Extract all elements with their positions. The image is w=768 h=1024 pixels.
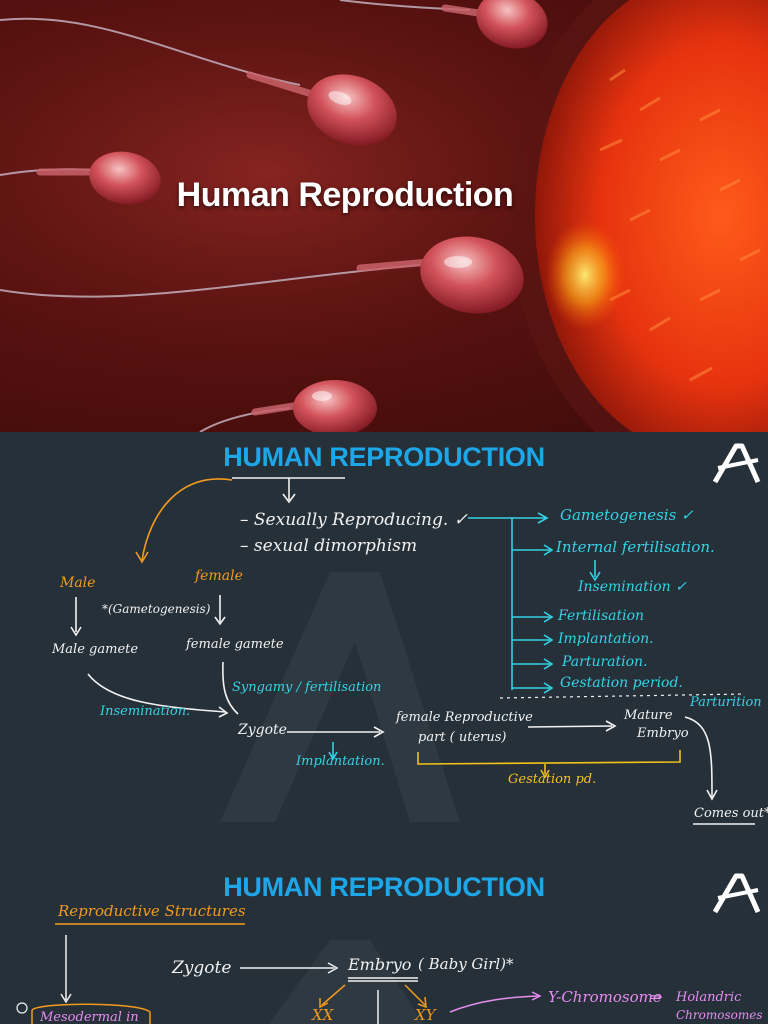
slide-1: HUMAN REPRODUCTION xyxy=(0,432,768,860)
note-baby-girl: ( Baby Girl)* xyxy=(418,955,514,973)
slide-2: HUMAN REPRODUCTION Reproducti xyxy=(0,860,768,1024)
sperm-head-icon xyxy=(307,74,397,146)
structure-diagram xyxy=(16,923,542,1024)
note-sexually-reproducing: – Sexually Reproducing. ✓ xyxy=(240,510,468,530)
note-zygote: Zygote xyxy=(238,722,287,738)
note-mature: Mature xyxy=(624,708,673,723)
step-internal-fertilisation: Internal fertilisation. xyxy=(556,538,715,556)
note-female-gamete: female gamete xyxy=(186,637,284,652)
note-female: female xyxy=(195,568,243,584)
note-embryo: Embryo xyxy=(637,726,689,741)
note-reproductive-structures: Reproductive Structures xyxy=(58,902,246,920)
slide-1-title: HUMAN REPRODUCTION xyxy=(223,442,545,472)
note-xy: XY xyxy=(415,1006,436,1024)
note-holandric: Holandric xyxy=(676,990,742,1005)
note-male: Male xyxy=(60,575,96,591)
note-insemination-left: Insemination. xyxy=(100,704,191,719)
watermark-logo-icon xyxy=(220,572,460,822)
flow-diagram xyxy=(70,477,755,825)
fertilisation-glow xyxy=(545,220,625,330)
step-fertilisation: Fertilisation xyxy=(558,608,645,624)
note-male-gamete: Male gamete xyxy=(52,642,139,657)
note-y-chromosome: Y-Chromosome xyxy=(548,988,662,1006)
sperm-head-icon xyxy=(476,0,548,49)
note-chromosomes: Chromosomes xyxy=(676,1008,763,1022)
note-syngamy: Syngamy / fertilisation xyxy=(232,680,382,695)
watermark-logo-icon xyxy=(268,940,424,1024)
step-gametogenesis: Gametogenesis ✓ xyxy=(560,506,694,524)
note-comes-out: Comes out* xyxy=(694,806,768,821)
arrow-icon: ⇒ xyxy=(650,988,663,1006)
note-mesodermal: Mesodermal in xyxy=(40,1010,139,1024)
note-gametogenesis: *(Gametogenesis) xyxy=(102,602,211,616)
note-sexual-dimorphism: – sexual dimorphism xyxy=(240,536,418,556)
slide-2-title: HUMAN REPRODUCTION xyxy=(223,872,545,902)
cover-title: Human Reproduction xyxy=(176,176,514,214)
note-implantation-left: Implantation. xyxy=(296,754,385,769)
step-implantation: Implantation. xyxy=(558,631,654,647)
step-insemination: Insemination ✓ xyxy=(578,579,687,595)
note-gestation-pd: Gestation pd. xyxy=(508,772,597,787)
sperm-head-icon xyxy=(89,151,161,205)
sperm-head-icon xyxy=(420,236,524,314)
brand-logo-icon xyxy=(712,873,761,914)
cover-image: Human Reproduction xyxy=(0,0,768,432)
note-xx: XX xyxy=(312,1006,334,1024)
brand-logo-icon xyxy=(712,443,761,484)
step-gestation-period: Gestation period. xyxy=(560,675,683,691)
note-parturition-right: Parturition xyxy=(690,695,762,710)
note-female-repro-part-2: part ( uterus) xyxy=(418,730,507,745)
note-female-repro-part-1: female Reproductive xyxy=(396,710,533,725)
note-zygote-2: Zygote xyxy=(172,958,232,978)
sperm-egg-illustration xyxy=(0,0,768,432)
step-parturation: Parturation. xyxy=(562,654,648,670)
note-embryo-2: Embryo xyxy=(348,955,412,974)
